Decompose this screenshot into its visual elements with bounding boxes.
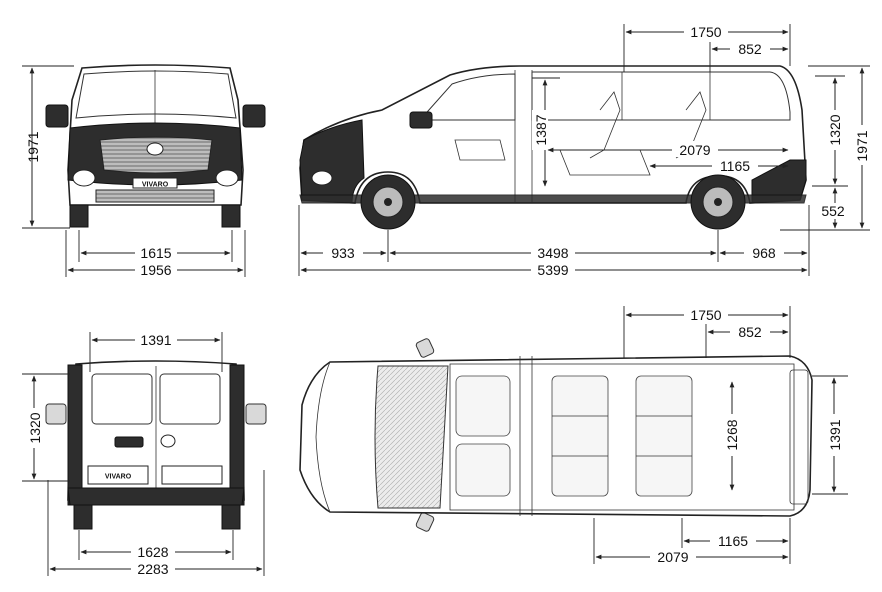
right-mirror-icon — [242, 104, 266, 128]
side-total-height-label: 1971 — [854, 130, 870, 161]
rear-door-width-label: 1391 — [140, 332, 171, 348]
top-inner-width-label: 1268 — [724, 419, 740, 450]
rear-left-window — [91, 373, 153, 425]
side-rear-row-label: 1165 — [720, 158, 750, 174]
top-length-label: 1750 — [690, 307, 721, 323]
top-seat-row-2 — [551, 375, 609, 497]
side-foglight-icon — [311, 170, 333, 186]
side-top-rear-label: 852 — [738, 41, 762, 57]
rear-right-mirror-icon — [245, 403, 267, 425]
rear-door-height-label: 1320 — [27, 412, 43, 443]
front-left-tyre — [69, 204, 89, 228]
rear-left-mirror-icon — [45, 403, 67, 425]
left-foglight-icon — [72, 169, 96, 187]
side-cargo-label: 2079 — [679, 142, 710, 158]
side-clearance-label: 552 — [821, 203, 845, 219]
top-seat-driver — [455, 375, 511, 437]
top-rear-row-label: 1165 — [718, 533, 748, 549]
front-height-label: 1971 — [25, 131, 41, 162]
front-badge: VIVARO — [142, 182, 169, 189]
top-seat-row-3 — [635, 375, 693, 497]
front-width-label: 1956 — [140, 262, 171, 278]
brand-logo-icon — [146, 142, 164, 156]
rear-badge: VIVARO — [105, 474, 132, 481]
right-foglight-icon — [215, 169, 239, 187]
front-right-tyre — [221, 204, 241, 228]
front-track-label: 1615 — [140, 245, 171, 261]
rear-track-label: 1628 — [137, 544, 168, 560]
windshield — [75, 70, 237, 119]
top-windshield — [374, 365, 449, 509]
rear-view: VIVARO 1391 1320 1628 2283 — [22, 332, 267, 577]
overall-length-label: 5399 — [537, 262, 568, 278]
side-rear-window — [531, 71, 791, 121]
front-view: VIVARO 1971 1615 1956 — [22, 64, 266, 278]
rear-width-label: 2283 — [137, 561, 168, 577]
interior-height-label: 1387 — [533, 114, 549, 145]
front-overhang-label: 933 — [331, 245, 355, 261]
side-top-length-label: 1750 — [690, 24, 721, 40]
rear-brand-logo-icon — [160, 434, 176, 448]
rear-right-window — [159, 373, 221, 425]
top-right-mirror-icon — [415, 512, 435, 532]
top-cargo-label: 2079 — [657, 549, 688, 565]
top-outer-width-label: 1391 — [827, 419, 843, 450]
top-left-mirror-icon — [415, 338, 435, 358]
side-door-height-label: 1320 — [827, 114, 843, 145]
side-view: 1387 2079 1165 1750 852 1320 1971 552 — [298, 24, 871, 278]
wheelbase-label: 3498 — [537, 245, 568, 261]
side-mirror-icon — [409, 111, 433, 129]
rear-left-tyre — [73, 504, 93, 530]
top-view: 1750 852 1268 1391 1165 2079 — [299, 306, 848, 565]
top-seat-passenger — [455, 443, 511, 497]
top-rear-label: 852 — [738, 324, 762, 340]
rear-overhang-label: 968 — [752, 245, 776, 261]
rear-right-tyre — [221, 504, 241, 530]
left-mirror-icon — [45, 104, 69, 128]
